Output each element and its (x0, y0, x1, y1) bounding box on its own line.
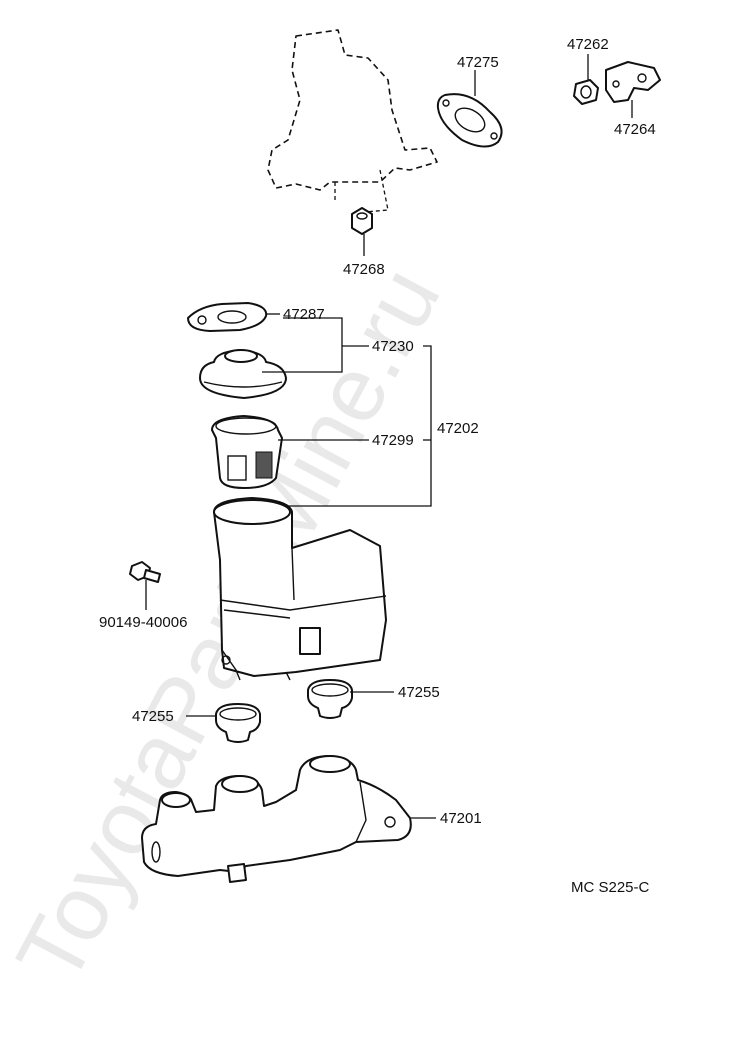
reservoir-tank[interactable] (213, 497, 387, 681)
bolt-90149-40006[interactable] (129, 561, 161, 583)
brake-booster-phantom (267, 29, 438, 213)
nut-47262[interactable] (573, 79, 599, 105)
label-47299[interactable]: 47299 (372, 432, 414, 449)
nut-47268[interactable] (351, 207, 373, 235)
label-47201[interactable]: 47201 (440, 810, 482, 827)
label-47255-left[interactable]: 47255 (132, 708, 174, 725)
gasket-47275[interactable] (436, 93, 503, 148)
leader-47202 (286, 345, 432, 507)
leader-47230 (262, 345, 369, 373)
cap-gasket-47287[interactable] (187, 302, 268, 332)
label-47255-right[interactable]: 47255 (398, 684, 440, 701)
leader-47230-b (283, 317, 343, 346)
label-90149-40006[interactable]: 90149-40006 (99, 614, 187, 631)
label-47264[interactable]: 47264 (614, 121, 656, 138)
label-47275[interactable]: 47275 (457, 54, 499, 71)
label-47230[interactable]: 47230 (372, 338, 414, 355)
label-47268[interactable]: 47268 (343, 261, 385, 278)
label-47262[interactable]: 47262 (567, 36, 609, 53)
reservoir-cap-47230[interactable] (199, 349, 287, 399)
label-47202[interactable]: 47202 (437, 420, 479, 437)
grommet-47255-right[interactable] (307, 679, 353, 719)
master-cylinder-47201[interactable] (141, 755, 412, 883)
grommet-47255-left[interactable] (215, 703, 261, 743)
diagram-code: MC S225-C (571, 879, 650, 896)
label-47287[interactable]: 47287 (283, 306, 325, 323)
strainer-47299[interactable] (211, 415, 283, 489)
bracket-47264[interactable] (605, 61, 661, 103)
